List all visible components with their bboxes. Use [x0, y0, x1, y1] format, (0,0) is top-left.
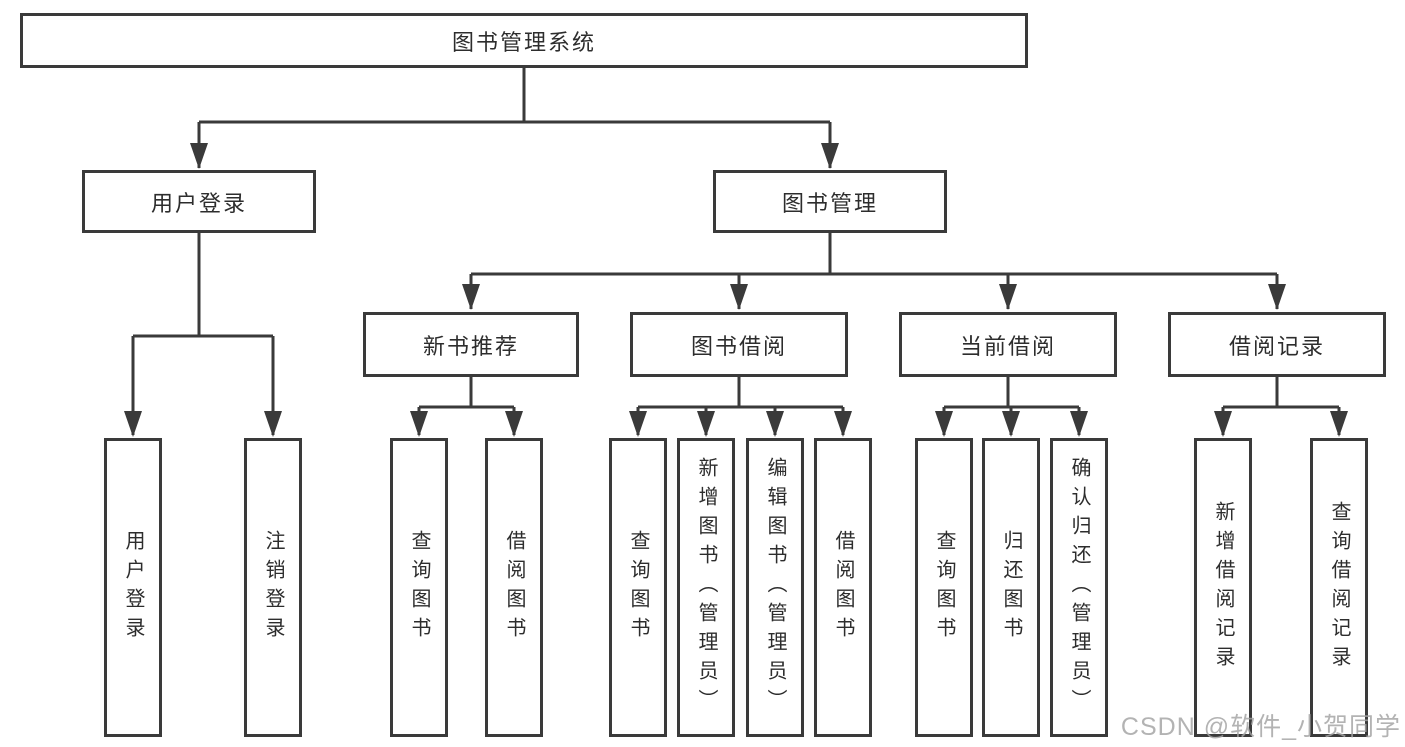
- node-root-system: 图书管理系统: [20, 13, 1028, 68]
- connector-new-book-split: [417, 377, 516, 435]
- arrowhead-icon: [505, 411, 523, 437]
- node-root-label: 图书管理系统: [451, 29, 596, 55]
- arrowhead-icon: [1214, 411, 1232, 437]
- arrowhead-icon: [935, 411, 953, 437]
- leaf-label: 新增图书（管理员）: [695, 457, 717, 718]
- arrowhead-icon: [821, 143, 839, 169]
- leaf-label: 确认归还（管理员）: [1068, 457, 1090, 718]
- arrowhead-icon: [462, 284, 480, 310]
- arrowhead-icon: [697, 411, 715, 437]
- connector-user-login-split: [131, 233, 275, 435]
- node-book-borrow: 图书借阅: [630, 312, 848, 377]
- node-label: 当前借阅: [959, 333, 1056, 359]
- leaf-user-login: 用户登录: [104, 438, 162, 737]
- leaf-borrow-books-recommend: 借阅图书: [485, 438, 543, 737]
- connector-root-to-level2: [197, 68, 832, 168]
- node-label: 用户登录: [150, 190, 247, 216]
- arrowhead-icon: [730, 284, 748, 310]
- arrowhead-icon: [124, 411, 142, 437]
- leaf-edit-book-admin: 编辑图书（管理员）: [746, 438, 804, 737]
- csdn-watermark: CSDN @软件_小贺同学: [1120, 713, 1401, 741]
- leaf-borrow-books: 借阅图书: [814, 438, 872, 737]
- connector-borrow-record-split: [1221, 377, 1341, 435]
- leaf-query-books-current: 查询图书: [915, 438, 973, 737]
- leaf-label: 编辑图书（管理员）: [764, 457, 786, 718]
- arrowhead-icon: [410, 411, 428, 437]
- node-label: 图书管理: [781, 190, 878, 216]
- arrowhead-icon: [766, 411, 784, 437]
- arrowhead-icon: [999, 284, 1017, 310]
- leaf-add-book-admin: 新增图书（管理员）: [677, 438, 735, 737]
- node-borrow-records: 借阅记录: [1168, 312, 1386, 377]
- arrowhead-icon: [1002, 411, 1020, 437]
- node-current-borrow: 当前借阅: [899, 312, 1117, 377]
- arrowhead-icon: [190, 143, 208, 169]
- leaf-label: 查询图书: [933, 529, 955, 646]
- leaf-label: 借阅图书: [832, 529, 854, 646]
- leaf-label: 查询图书: [627, 529, 649, 646]
- connector-book-borrow-split: [636, 377, 845, 435]
- leaf-label: 查询借阅记录: [1328, 500, 1350, 675]
- arrowhead-icon: [264, 411, 282, 437]
- arrowhead-icon: [834, 411, 852, 437]
- leaf-logout: 注销登录: [244, 438, 302, 737]
- leaf-label: 查询图书: [408, 529, 430, 646]
- node-user-login: 用户登录: [82, 170, 316, 233]
- leaf-label: 借阅图书: [503, 529, 525, 646]
- leaf-query-books-recommend: 查询图书: [390, 438, 448, 737]
- arrowhead-icon: [1330, 411, 1348, 437]
- arrowhead-icon: [629, 411, 647, 437]
- arrowhead-icon: [1268, 284, 1286, 310]
- leaf-label: 用户登录: [122, 529, 144, 646]
- node-new-book-recommend: 新书推荐: [363, 312, 579, 377]
- leaf-label: 注销登录: [262, 529, 284, 646]
- arrowhead-icon: [1070, 411, 1088, 437]
- node-label: 图书借阅: [690, 333, 787, 359]
- leaf-confirm-return-admin: 确认归还（管理员）: [1050, 438, 1108, 737]
- node-label: 借阅记录: [1228, 333, 1325, 359]
- node-book-management: 图书管理: [713, 170, 947, 233]
- node-label: 新书推荐: [422, 333, 519, 359]
- leaf-add-borrow-record: 新增借阅记录: [1194, 438, 1252, 737]
- leaf-return-book: 归还图书: [982, 438, 1040, 737]
- leaf-query-books-borrow: 查询图书: [609, 438, 667, 737]
- leaf-query-borrow-record: 查询借阅记录: [1310, 438, 1368, 737]
- leaf-label: 新增借阅记录: [1212, 500, 1234, 675]
- leaf-label: 归还图书: [1000, 529, 1022, 646]
- connector-book-mgmt-split: [469, 233, 1279, 309]
